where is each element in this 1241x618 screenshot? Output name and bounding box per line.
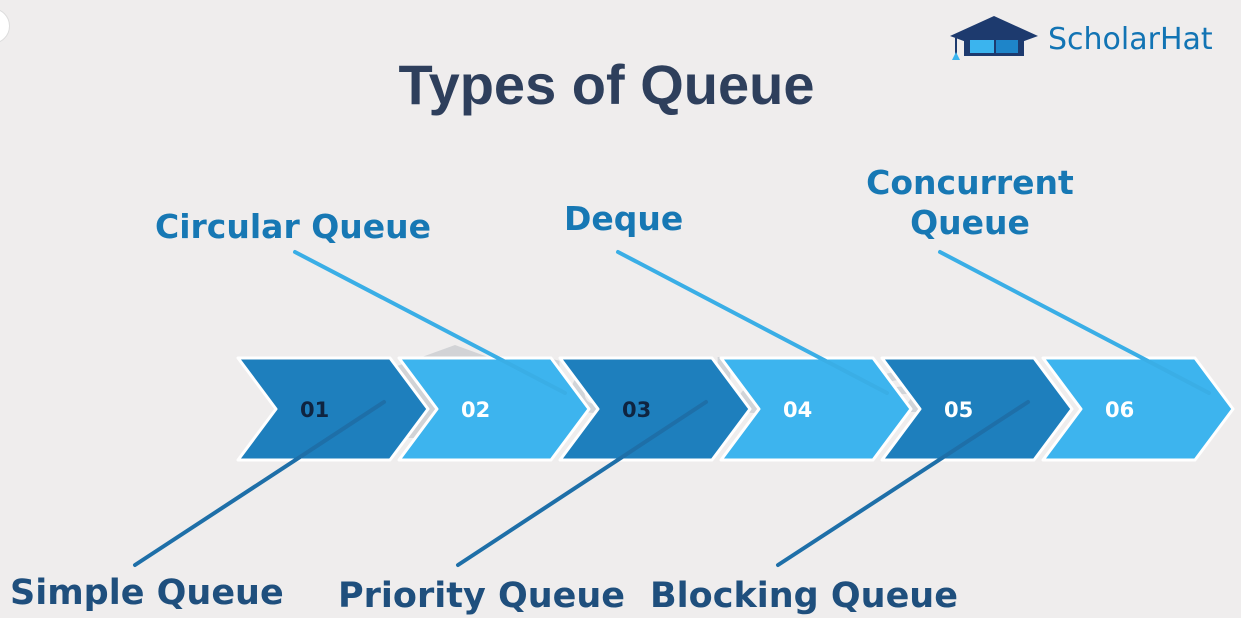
chevron-arrow-04 <box>719 356 913 462</box>
graduation-cap-icon <box>950 16 1038 60</box>
step-number-02: 02 <box>461 398 490 422</box>
label-deque: Deque <box>564 199 684 238</box>
label-circular-queue: Circular Queue <box>155 207 432 246</box>
chevron-arrow-05 <box>880 356 1074 462</box>
step-number-05: 05 <box>944 398 973 422</box>
connector-line-02 <box>293 250 567 395</box>
chevron-arrow-01 <box>236 356 430 462</box>
chevron-arrow-06 <box>1041 356 1235 462</box>
connector-line-04 <box>616 250 889 395</box>
connector-line-05 <box>776 400 1030 567</box>
step-number-03: 03 <box>622 398 651 422</box>
label-priority-queue: Priority Queue <box>338 576 626 616</box>
label-simple-queue: Simple Queue <box>10 573 284 613</box>
label-concurrent-line-2: Queue <box>910 202 1030 242</box>
scholarhat-logo: ScholarHat <box>948 14 1228 66</box>
label-concurrent-queue: Concurrent Queue <box>850 163 1090 242</box>
step-number-01: 01 <box>300 398 329 422</box>
step-number-06: 06 <box>1105 398 1134 422</box>
step-number-04: 04 <box>783 398 812 422</box>
label-blocking-queue: Blocking Queue <box>650 576 958 616</box>
connector-line-06 <box>938 250 1211 395</box>
brand-name: ScholarHat <box>1048 22 1213 57</box>
chevron-arrow-02 <box>397 356 591 462</box>
chevron-arrow-03 <box>558 356 752 462</box>
connector-line-03 <box>456 400 708 567</box>
page-title: Types of Queue <box>398 53 815 116</box>
connector-line-01 <box>133 400 386 567</box>
label-concurrent-line-1: Concurrent <box>866 163 1074 202</box>
